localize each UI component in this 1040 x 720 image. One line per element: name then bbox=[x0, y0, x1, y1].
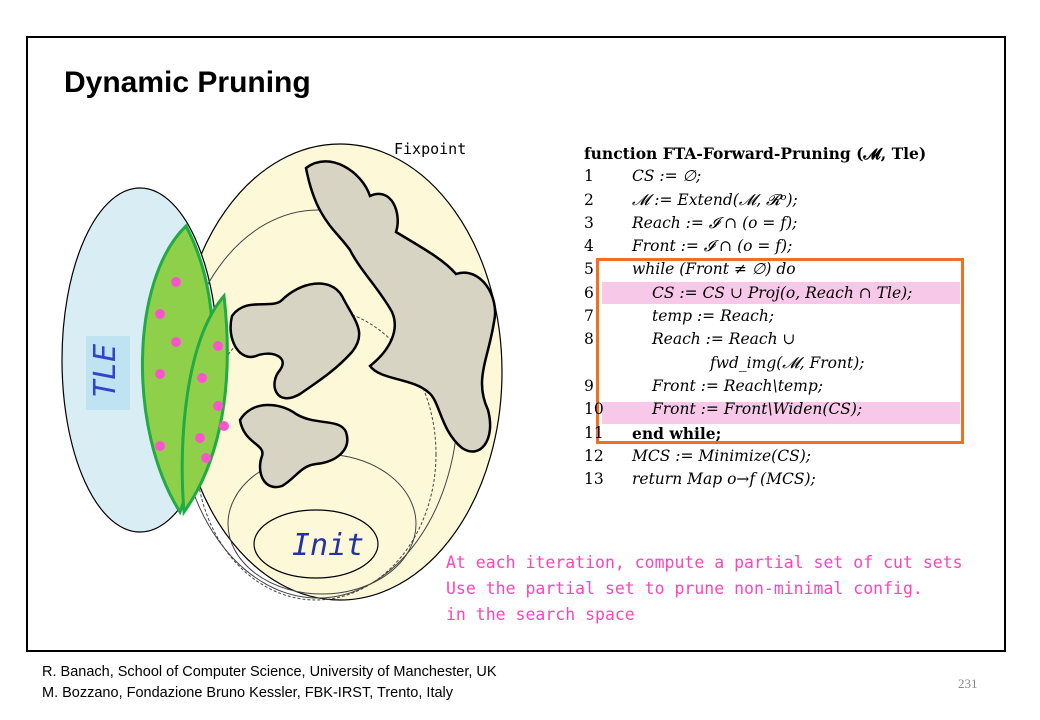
tle-label: TLE bbox=[88, 343, 123, 398]
code-line: 6 CS := CS ∪ Proj(o, Reach ∩ Tle); bbox=[584, 282, 974, 305]
dot bbox=[213, 341, 223, 351]
code-line: 7 temp := Reach; bbox=[584, 305, 974, 328]
line-number: 6 bbox=[584, 283, 594, 302]
line-number: 10 bbox=[584, 400, 604, 419]
cut-set-dots bbox=[155, 277, 229, 463]
code-line: fwd_img(𝓜, Front); bbox=[584, 352, 974, 375]
line-number: 1 bbox=[584, 167, 594, 186]
line-number: 9 bbox=[584, 376, 594, 395]
code-line: 2 𝓜 := Extend(𝓜, 𝓡ᵒ); bbox=[584, 189, 974, 212]
dot bbox=[195, 433, 205, 443]
page-number: 231 bbox=[958, 676, 978, 691]
algorithm-header: function FTA-Forward-Pruning (𝓜, Tle) bbox=[584, 142, 974, 165]
code-text: CS := ∅; bbox=[632, 167, 702, 186]
line-number: 11 bbox=[584, 423, 604, 442]
line-number: 13 bbox=[584, 470, 604, 489]
code-text: Front := Front\Widen(CS); bbox=[652, 400, 863, 419]
code-line: 13 return Map o→f (MCS); bbox=[584, 468, 974, 491]
code-text: CS := CS ∪ Proj(o, Reach ∩ Tle); bbox=[652, 283, 913, 302]
code-line: 10 Front := Front\Widen(CS); bbox=[584, 398, 974, 421]
code-text: Front := Reach\temp; bbox=[652, 376, 823, 395]
code-text: while (Front ≠ ∅) do bbox=[632, 260, 796, 279]
code-text: Reach := Reach ∪ bbox=[652, 330, 796, 349]
fixpoint-label: Fixpoint bbox=[394, 140, 467, 158]
init-label: Init bbox=[292, 528, 365, 563]
highlight-line-6 bbox=[602, 282, 960, 304]
note-line: in the search space bbox=[446, 605, 635, 624]
dot bbox=[201, 453, 211, 463]
slide-frame bbox=[26, 36, 1006, 652]
code-line: 8 Reach := Reach ∪ bbox=[584, 328, 974, 351]
code-text: MCS := Minimize(CS); bbox=[632, 446, 811, 465]
note-line: At each iteration, compute a partial set… bbox=[446, 553, 963, 572]
line-number: 3 bbox=[584, 213, 594, 232]
code-line: 9 Front := Reach\temp; bbox=[584, 375, 974, 398]
line-number: 7 bbox=[584, 307, 594, 326]
code-text: return Map o→f (MCS); bbox=[632, 470, 816, 489]
algorithm-header-text: function FTA-Forward-Pruning (𝓜, Tle) bbox=[584, 144, 927, 163]
code-text: temp := Reach; bbox=[652, 307, 775, 326]
code-text: 𝓜 := Extend(𝓜, 𝓡ᵒ); bbox=[632, 190, 798, 209]
dot bbox=[155, 441, 165, 451]
dot bbox=[155, 369, 165, 379]
fixpoint-blob bbox=[304, 160, 497, 453]
annotation-note: At each iteration, compute a partial set… bbox=[446, 550, 963, 628]
code-line: 12 MCS := Minimize(CS); bbox=[584, 445, 974, 468]
code-line: 5 while (Front ≠ ∅) do bbox=[584, 258, 974, 281]
highlight-line-10 bbox=[602, 402, 960, 424]
note-line: Use the partial set to prune non-minimal… bbox=[446, 579, 923, 598]
line-number: 2 bbox=[584, 190, 594, 209]
code-line: 1 CS := ∅; bbox=[584, 165, 974, 188]
code-text: Front := 𝓘 ∩ (o = f); bbox=[632, 237, 793, 256]
init-ellipse bbox=[253, 509, 379, 579]
lower-blob bbox=[238, 403, 349, 489]
while-loop-box bbox=[596, 258, 964, 444]
line-number: 8 bbox=[584, 330, 594, 349]
dot bbox=[171, 337, 181, 347]
code-line: 11 end while; bbox=[584, 422, 974, 445]
dot bbox=[171, 277, 181, 287]
footer-line: R. Banach, School of Computer Science, U… bbox=[42, 664, 497, 680]
slide-title: Dynamic Pruning bbox=[64, 66, 311, 99]
dot bbox=[219, 421, 229, 431]
code-text: Reach := 𝓘 ∩ (o = f); bbox=[632, 213, 798, 232]
dot bbox=[197, 373, 207, 383]
footer-credits: R. Banach, School of Computer Science, U… bbox=[42, 662, 497, 704]
code-text: end while; bbox=[632, 423, 722, 443]
middle-blob bbox=[229, 282, 361, 400]
code-text: fwd_img(𝓜, Front); bbox=[710, 353, 865, 372]
line-number: 5 bbox=[584, 260, 594, 279]
dot bbox=[213, 401, 223, 411]
code-line: 4 Front := 𝓘 ∩ (o = f); bbox=[584, 235, 974, 258]
line-number: 4 bbox=[584, 237, 594, 256]
tle-label-box bbox=[86, 336, 130, 410]
dot bbox=[155, 309, 165, 319]
line-number: 12 bbox=[584, 446, 604, 465]
footer-line: M. Bozzano, Fondazione Bruno Kessler, FB… bbox=[42, 685, 454, 701]
code-line: 3 Reach := 𝓘 ∩ (o = f); bbox=[584, 212, 974, 235]
